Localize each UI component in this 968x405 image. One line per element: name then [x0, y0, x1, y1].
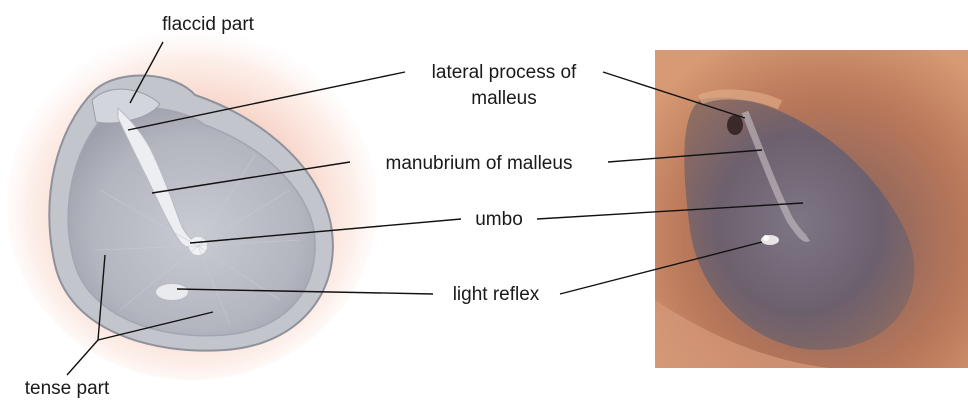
label-umbo: umbo — [475, 209, 523, 230]
label-manubrium-of-malleus: manubrium of malleus — [386, 153, 573, 174]
light-reflex-highlight — [156, 284, 188, 300]
label-flaccid-part: flaccid part — [162, 14, 255, 35]
label-light-reflex: light reflex — [453, 284, 540, 305]
label-lateral-process-line1: lateral process of — [432, 62, 577, 83]
label-tense-part: tense part — [25, 378, 110, 399]
label-lateral-process-line2: malleus — [471, 88, 536, 109]
membrane-illustration — [7, 30, 377, 380]
